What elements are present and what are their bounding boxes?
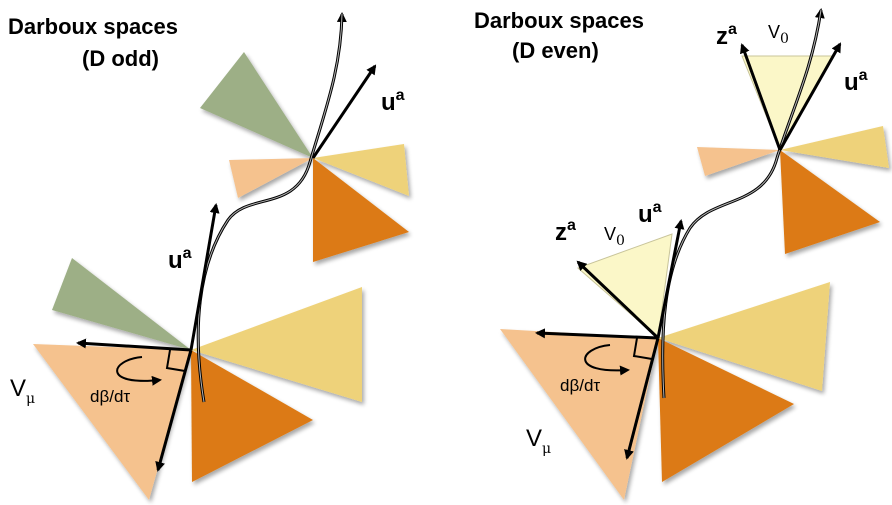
left-right-angle-mark [165,349,186,372]
left-lower-u-arrow [189,203,220,351]
right-right-angle-mark [632,337,653,360]
right-upper-z-label: za [716,21,737,50]
right-lower-z-arrow [576,260,660,340]
left-upper-orange-wedge [313,158,409,262]
right-rotation-arc [584,344,630,376]
right-upper-peach-wedge [697,147,780,176]
left-down-arrow [155,349,193,472]
right-upper-v0-label: V0 [768,22,789,47]
left-upper-peach-wedge [229,158,313,198]
right-lower-yellow-wedge [658,282,830,391]
left-lower-cluster [33,258,362,500]
right-upper-u-label: ua [844,67,868,96]
right-upper-orange-wedge [780,150,880,254]
left-horizontal-arrow [76,338,192,352]
right-lower-peach-wedge [500,329,658,500]
right-lower-u-label: ua [638,199,662,228]
left-panel: Darboux spaces (D odd) ua ua [8,12,409,500]
right-upper-yellow-wedge [780,126,889,168]
left-upper-yellow-wedge [313,144,409,196]
left-lower-yellow-wedge [191,287,362,402]
right-down-arrow [624,337,660,460]
right-horizontal-arrow [535,328,659,340]
left-lower-u-label: ua [168,245,192,274]
left-upper-cluster [200,52,409,262]
right-lower-z-label: za [555,217,576,246]
left-lower-orange-wedge [191,350,313,482]
right-lower-orange-wedge [658,338,794,482]
left-upper-u-label: ua [381,87,405,116]
right-upper-u-arrow [778,42,842,151]
right-lower-u-arrow [656,219,685,339]
left-lower-peach-wedge [33,344,191,500]
right-lower-cluster [500,282,830,500]
right-lower-v0-label: V0 [604,224,625,249]
left-rotation-arc [116,356,162,386]
left-title-line1: Darboux spaces [8,14,178,39]
right-upper-cluster [697,126,889,254]
left-title-line2: (D odd) [82,46,159,71]
left-rate-label: dβ/dτ [90,387,130,406]
right-v-mu-label: Vμ [526,425,551,457]
right-panel: Darboux spaces (D even) za [474,8,889,500]
right-lower-v0-cone [577,233,673,339]
right-title-line1: Darboux spaces [474,8,644,33]
right-upper-z-arrow [740,43,782,151]
left-lower-green-wedge [52,258,191,350]
left-upper-green-wedge [200,52,313,158]
right-title-line2: (D even) [512,38,599,63]
right-rate-label: dβ/dτ [560,376,600,395]
left-v-mu-label: Vμ [10,375,35,407]
left-upper-u-arrow [311,64,377,159]
